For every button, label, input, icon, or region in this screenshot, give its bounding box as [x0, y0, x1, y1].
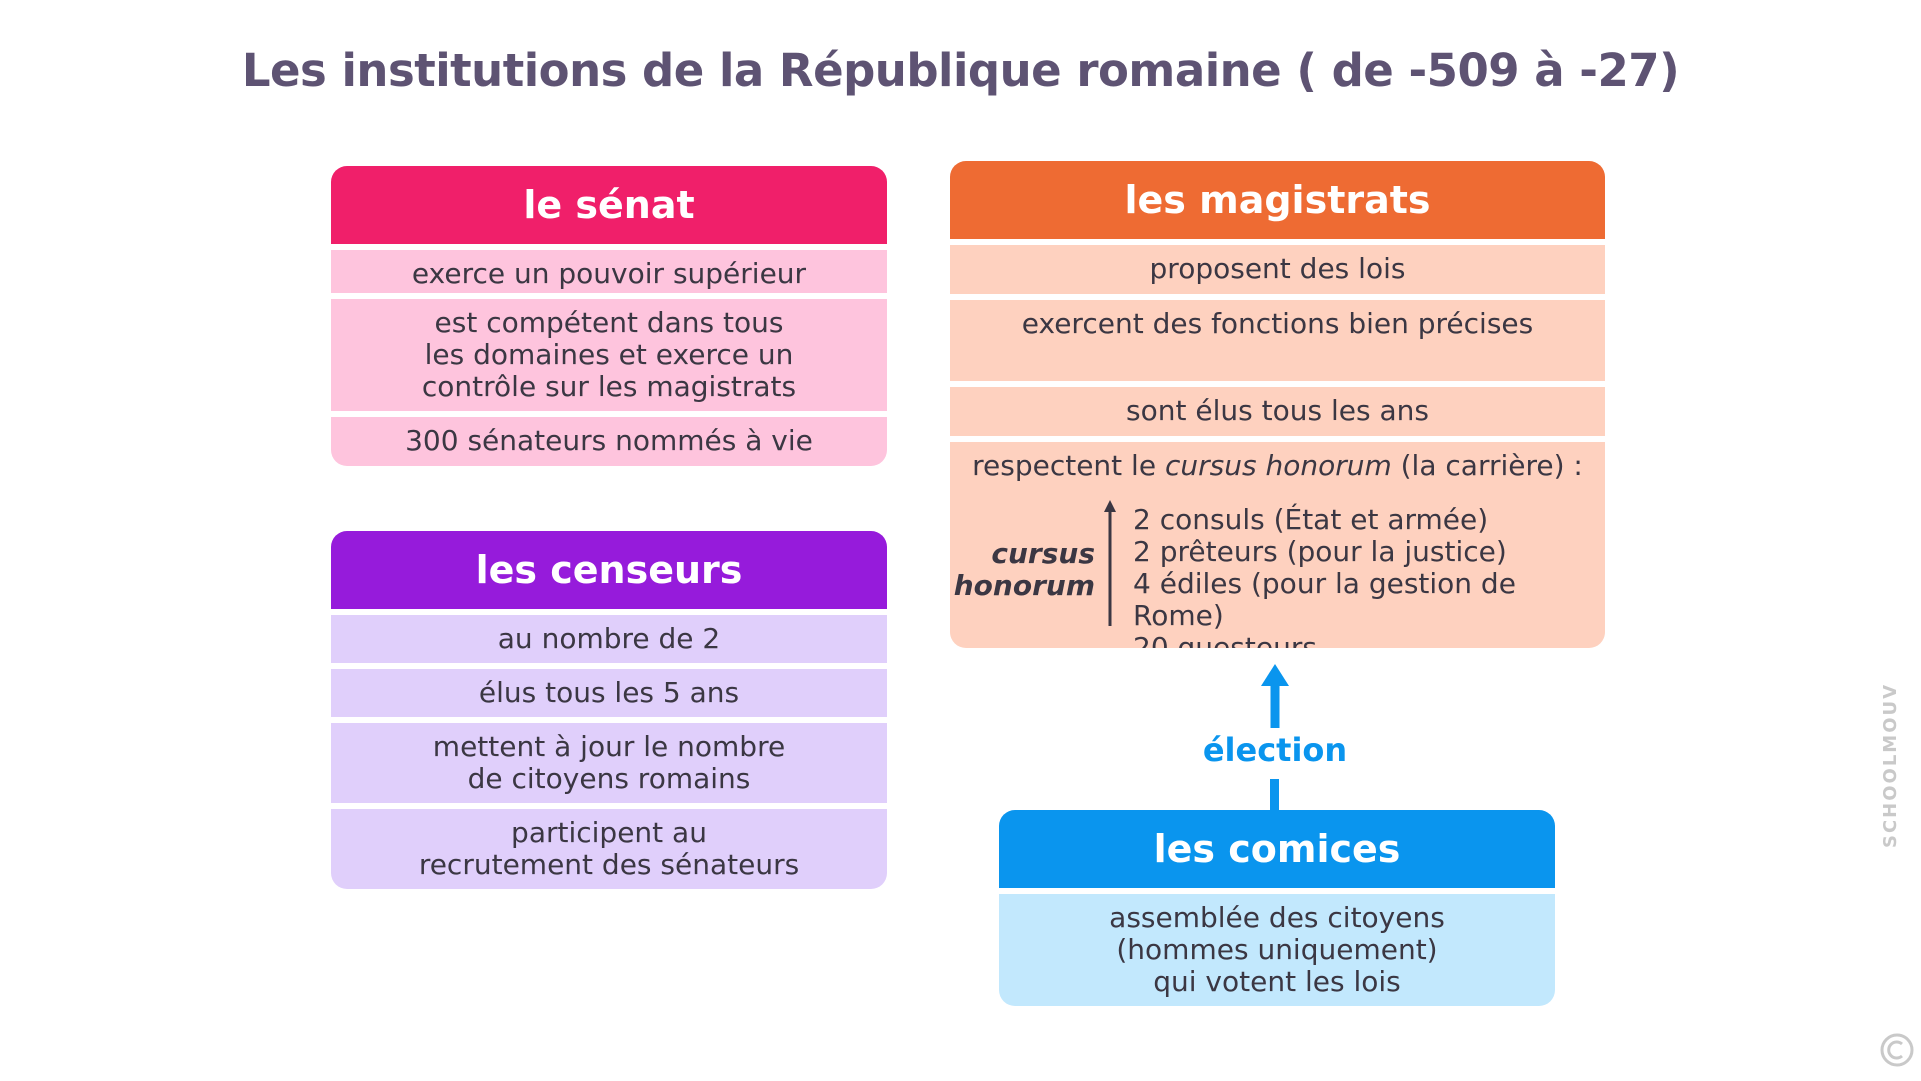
comices-row: assemblée des citoyens (hommes uniquemen…	[999, 894, 1555, 1006]
senat-row: exerce un pouvoir supérieur	[331, 250, 887, 299]
cursus-list-item: 2 prêteurs (pour la justice)	[1133, 535, 1507, 568]
election-connector	[1270, 779, 1279, 811]
censeurs-row-line: mettent à jour le nombre	[432, 730, 786, 763]
cursus-list-item: 4 édiles (pour la gestion de Rome)	[1133, 567, 1516, 632]
censeurs-card: les censeurs au nombre de 2 élus tous le…	[331, 531, 887, 889]
censeurs-row-line: au nombre de 2	[497, 622, 721, 655]
censeurs-row: participent au recrutement des sénateurs	[331, 809, 887, 889]
cursus-list: 2 consuls (État et armée) 2 prêteurs (po…	[1133, 503, 1605, 649]
cursus-intro: respectent le cursus honorum (la carrièr…	[972, 450, 1583, 482]
watermark: SCHOOLMOUV	[1880, 682, 1901, 848]
cursus-intro-before: respectent le	[972, 449, 1165, 482]
election-arrow-icon	[1261, 664, 1289, 728]
senat-header: le sénat	[331, 166, 887, 250]
copyright-icon	[1880, 1033, 1914, 1067]
senat-card: le sénat exerce un pouvoir supérieur est…	[331, 166, 887, 466]
senat-row-line: les domaines et exerce un	[424, 338, 794, 371]
comices-row-line: (hommes uniquement)	[1116, 933, 1438, 966]
magistrats-row-line: exercent des fonctions bien précises	[1021, 307, 1534, 340]
censeurs-row: élus tous les 5 ans	[331, 669, 887, 723]
comices-header: les comices	[999, 810, 1555, 894]
election-label: élection	[1202, 731, 1348, 769]
cursus-list-item: 2 consuls (État et armée)	[1133, 503, 1489, 536]
magistrats-row: sont élus tous les ans	[950, 387, 1605, 442]
magistrats-card: les magistrats proposent des lois exerce…	[950, 161, 1605, 648]
censeurs-row-line: participent au	[511, 816, 707, 849]
senat-row: 300 sénateurs nommés à vie	[331, 417, 887, 466]
censeurs-row-line: recrutement des sénateurs	[418, 848, 800, 881]
magistrats-row: exercent des fonctions bien précises	[950, 300, 1605, 387]
comices-row-line: assemblée des citoyens	[1109, 901, 1445, 934]
magistrats-cursus-row: respectent le cursus honorum (la carrièr…	[950, 442, 1605, 648]
magistrats-row-line: proposent des lois	[1149, 252, 1406, 285]
senat-row-line: est compétent dans tous	[434, 306, 784, 339]
cursus-intro-italic: cursus honorum	[1164, 449, 1392, 482]
cursus-label: cursus honorum	[954, 538, 1095, 602]
magistrats-header: les magistrats	[950, 161, 1605, 245]
cursus-label-line: honorum	[953, 569, 1095, 602]
senat-row-line: contrôle sur les magistrats	[421, 370, 797, 403]
censeurs-row-line: de citoyens romains	[467, 762, 751, 795]
cursus-block: cursus honorum 2 consuls (État et armée)…	[950, 500, 1605, 648]
censeurs-row: au nombre de 2	[331, 615, 887, 669]
magistrats-row: proposent des lois	[950, 245, 1605, 300]
page-title: Les institutions de la République romain…	[241, 44, 1680, 97]
censeurs-row-line: élus tous les 5 ans	[478, 676, 740, 709]
censeurs-header: les censeurs	[331, 531, 887, 615]
comices-card: les comices assemblée des citoyens (homm…	[999, 810, 1555, 1006]
senat-row-line: 300 sénateurs nommés à vie	[405, 424, 813, 457]
arrow-up-icon	[1104, 500, 1116, 626]
cursus-label-line: cursus	[991, 537, 1095, 570]
senat-row: est compétent dans tous les domaines et …	[331, 299, 887, 417]
comices-row-line: qui votent les lois	[1153, 965, 1401, 998]
censeurs-row: mettent à jour le nombre de citoyens rom…	[331, 723, 887, 809]
cursus-intro-after: (la carrière) :	[1391, 449, 1583, 482]
senat-row-line: exerce un pouvoir supérieur	[411, 257, 807, 290]
cursus-list-item: 20 questeurs	[1133, 631, 1317, 649]
magistrats-row-line: sont élus tous les ans	[1126, 394, 1429, 427]
